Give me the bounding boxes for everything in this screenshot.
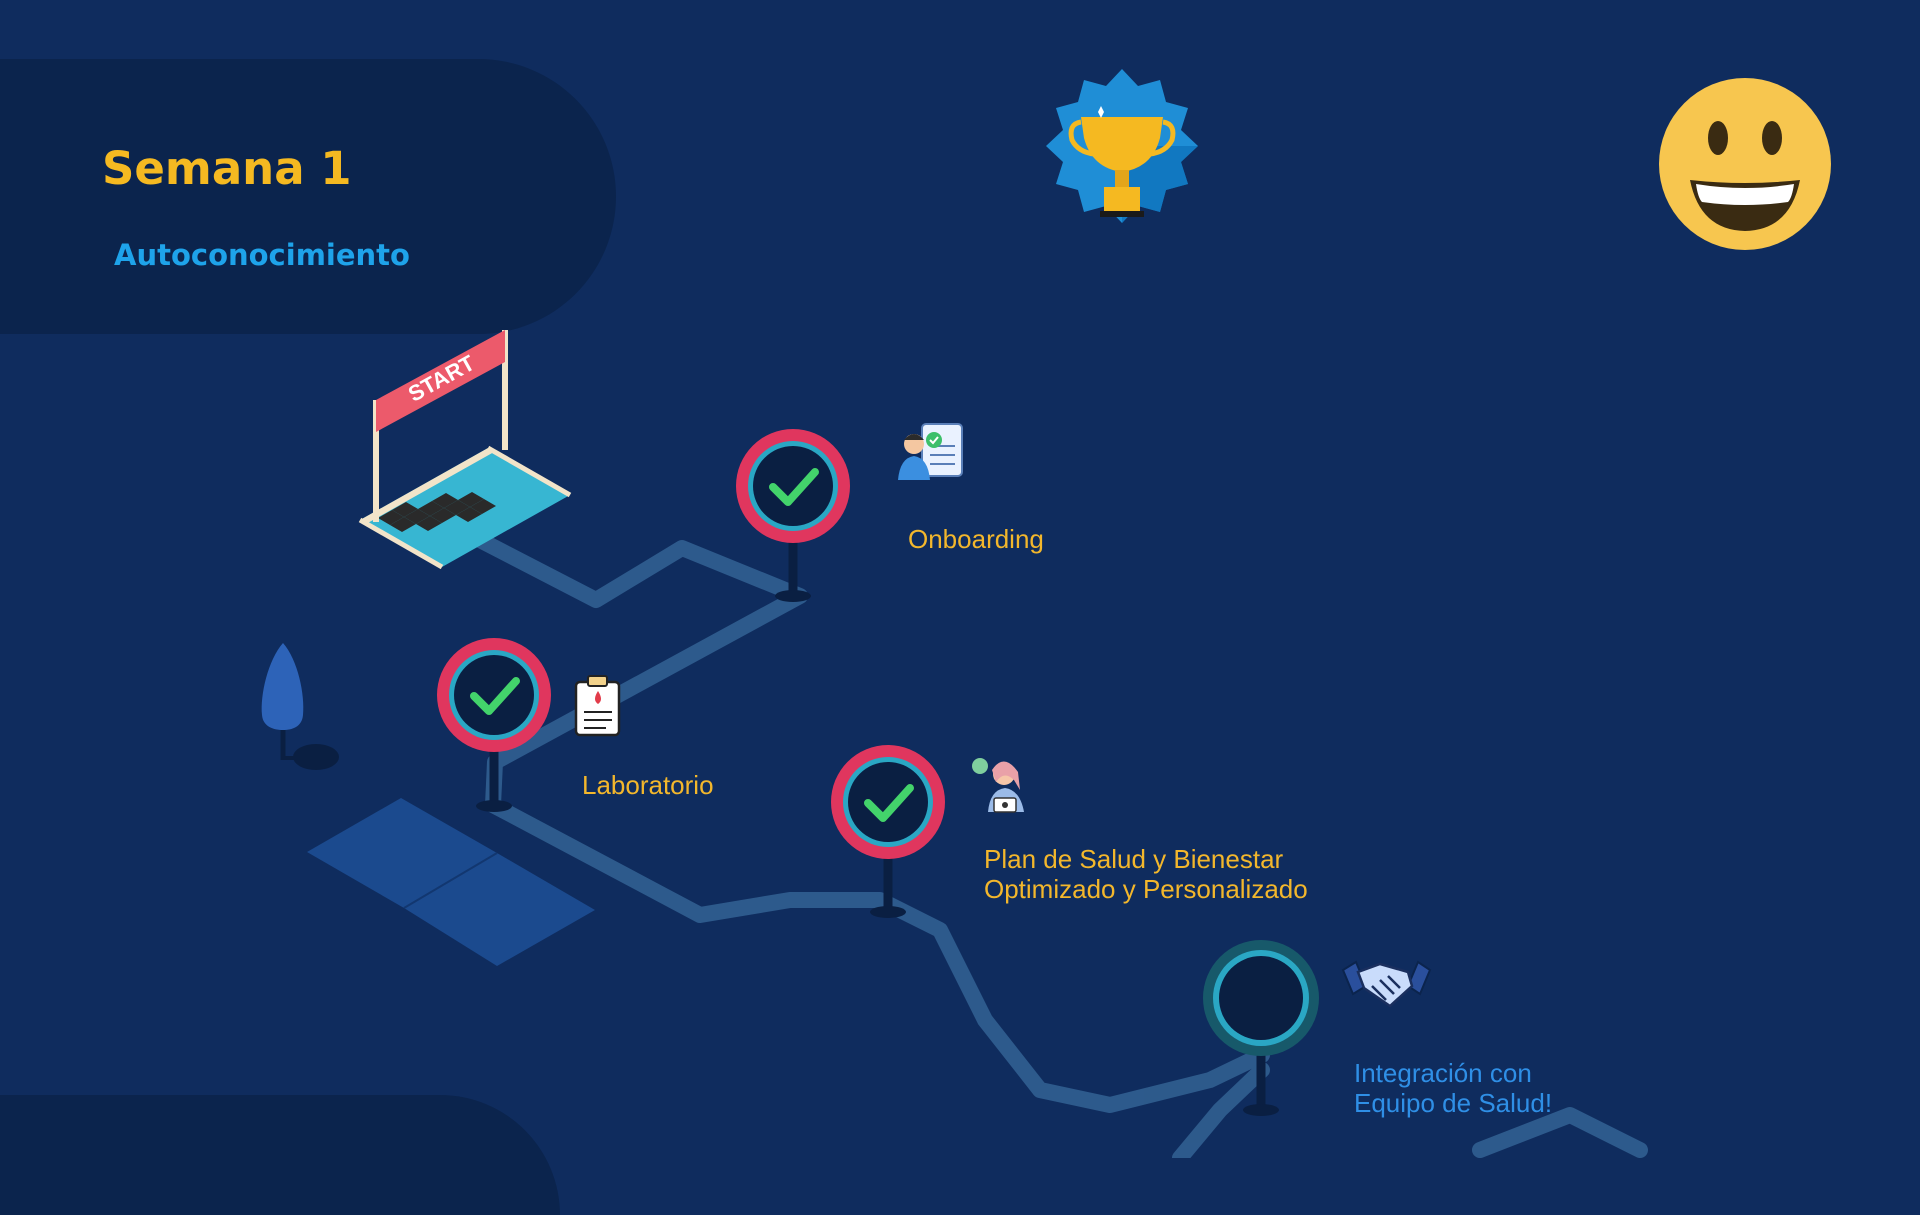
journey-path — [472, 532, 1648, 1158]
check-icon — [769, 468, 819, 506]
milestone-marker-plan-salud[interactable] — [831, 745, 945, 918]
week-title: Semana 1 — [102, 142, 352, 195]
milestone-label-plan-salud[interactable]: Plan de Salud y Bienestar Optimizado y P… — [984, 844, 1308, 904]
tree-icon — [261, 643, 339, 770]
health-advisor-icon — [972, 758, 1024, 813]
milestone-label-integracion-line1: Integración con — [1354, 1058, 1532, 1088]
check-icon — [470, 677, 520, 715]
trophy-icon — [1046, 69, 1198, 223]
journey-map: START — [261, 69, 1831, 1158]
milestone-label-plan-salud-line1: Plan de Salud y Bienestar — [984, 844, 1284, 874]
floor-tiles — [307, 798, 595, 966]
start-gate-icon: START — [358, 330, 572, 570]
onboarding-checklist-icon — [898, 423, 963, 480]
milestone-label-plan-salud-line2: Optimizado y Personalizado — [984, 874, 1308, 904]
milestone-label-onboarding[interactable]: Onboarding — [908, 524, 1044, 554]
milestone-marker-integracion[interactable] — [1203, 940, 1319, 1116]
check-icon — [864, 784, 914, 822]
milestone-label-integracion[interactable]: Integración con Equipo de Salud! — [1354, 1058, 1552, 1118]
lab-clipboard-icon — [574, 675, 621, 737]
week-header-panel — [0, 59, 616, 334]
smiley-face-icon — [1659, 78, 1831, 250]
milestone-marker-onboarding[interactable] — [736, 429, 850, 602]
week-subtitle: Autoconocimiento — [114, 238, 410, 272]
milestone-label-laboratorio[interactable]: Laboratorio — [582, 770, 714, 800]
handshake-icon — [1341, 960, 1432, 1008]
milestone-label-integracion-line2: Equipo de Salud! — [1354, 1088, 1553, 1118]
milestone-marker-laboratorio[interactable] — [437, 638, 551, 812]
